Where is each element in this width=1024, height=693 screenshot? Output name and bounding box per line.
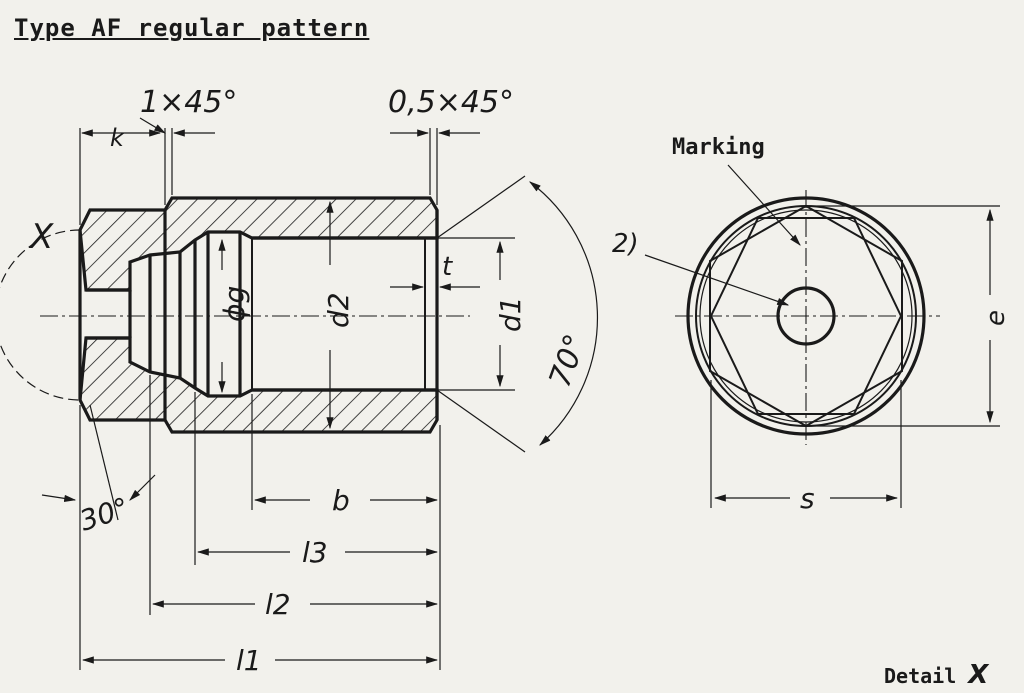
detail-caption: Detail X [884, 660, 988, 690]
detail-mark: X [968, 660, 989, 690]
drawing-title: Type AF regular pattern [14, 14, 370, 42]
label-d2: d2 [322, 292, 355, 328]
label-l3: l3 [302, 536, 328, 569]
label-e: e [981, 310, 1011, 326]
label-angle-70: 70° [543, 330, 594, 392]
label-s: s [800, 482, 815, 515]
label-marking: Marking [672, 135, 765, 160]
label-b: b [332, 484, 350, 517]
label-x: X [28, 217, 54, 257]
label-note-2: 2) [612, 229, 639, 259]
end-view [644, 164, 1000, 508]
label-l2: l2 [265, 588, 291, 621]
section-body-lower [78, 336, 439, 434]
label-angle-30: 30° [76, 491, 133, 538]
label-chamfer-left: 1×45° [140, 85, 237, 120]
section-body-upper [78, 196, 439, 292]
detail-label: Detail [884, 664, 957, 688]
label-g: ϕg [218, 286, 251, 322]
section-view [0, 117, 599, 670]
label-l1: l1 [236, 644, 262, 677]
label-k: k [110, 124, 125, 152]
label-chamfer-right: 0,5×45° [388, 85, 514, 120]
label-d1: d1 [494, 296, 527, 332]
label-t: t [442, 252, 453, 282]
